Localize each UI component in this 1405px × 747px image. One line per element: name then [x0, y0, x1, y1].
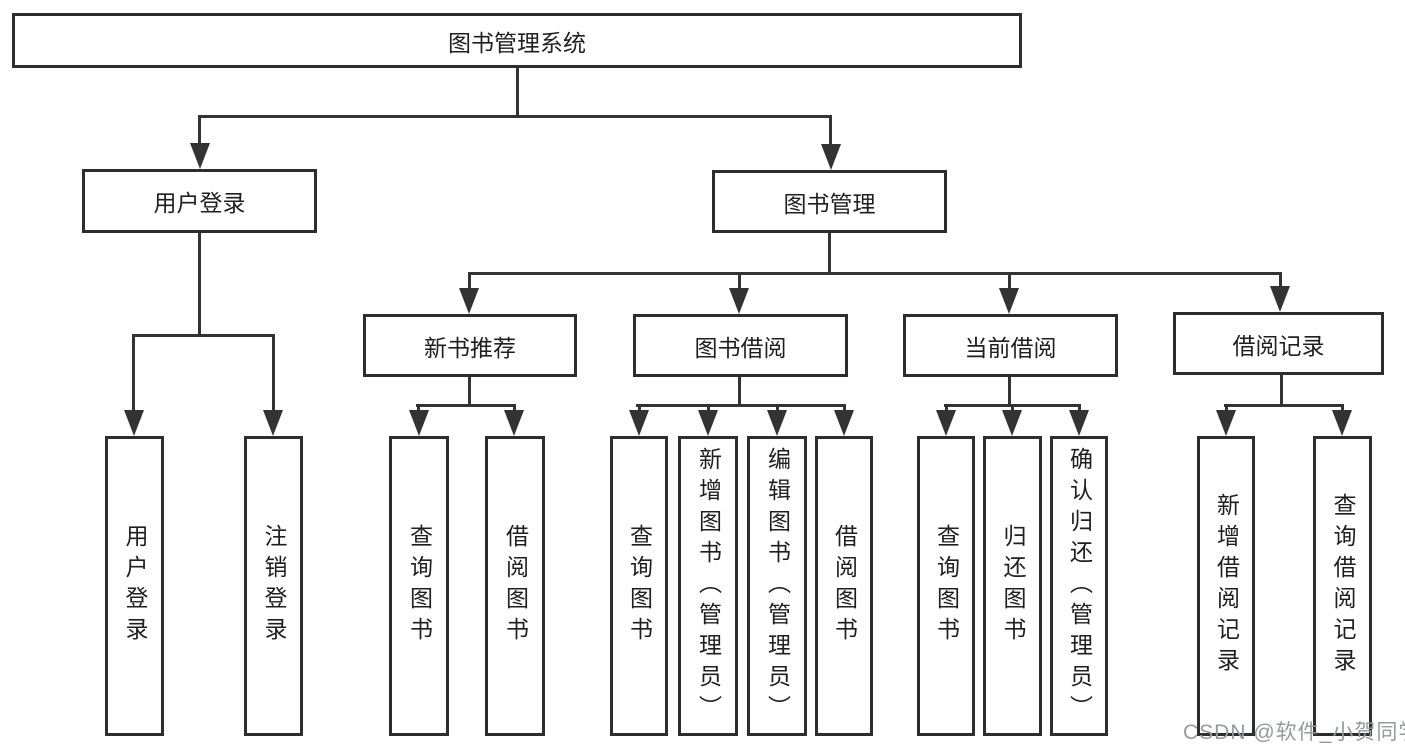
arrow-down-icon — [729, 288, 749, 314]
arrow-down-icon — [1332, 410, 1352, 436]
node-book-borrowing: 图书借阅 — [633, 314, 848, 377]
connector-stem — [1280, 375, 1283, 407]
connector-bar — [636, 404, 846, 407]
connector-stem — [738, 377, 741, 407]
arrow-down-icon — [1216, 410, 1236, 436]
arrow-down-icon — [409, 410, 429, 436]
connector-userlogin-stem — [198, 233, 201, 337]
node-current-borrowing: 当前借阅 — [903, 314, 1118, 377]
leaf-confirm-return-admin: 确认归还（管理员） — [1050, 436, 1108, 736]
leaf-add-books-admin: 新增图书（管理员） — [678, 436, 738, 736]
arrow-down-icon — [124, 410, 144, 436]
leaf-edit-books-admin: 编辑图书（管理员） — [747, 436, 807, 736]
node-book-management: 图书管理 — [712, 170, 947, 233]
arrow-down-icon — [698, 410, 718, 436]
connector-bookmgmt-stem — [828, 233, 831, 275]
arrow-down-icon — [263, 410, 283, 436]
connector-bar — [416, 404, 516, 407]
connector-drop — [829, 115, 832, 148]
connector-stem — [468, 377, 471, 407]
leaf-query-books-borrowing: 查询图书 — [610, 436, 668, 736]
node-user-login: 用户登录 — [82, 169, 317, 233]
csdn-watermark: CSDN @软件_小贺同学 — [1183, 721, 1405, 744]
connector-userlogin-bar — [132, 334, 275, 337]
connector-bar — [1224, 404, 1344, 407]
arrow-down-icon — [767, 410, 787, 436]
arrow-down-icon — [190, 143, 210, 169]
arrow-down-icon — [936, 410, 956, 436]
node-borrow-records: 借阅记录 — [1173, 312, 1384, 375]
connector-level1-bar — [198, 115, 832, 118]
arrow-down-icon — [459, 288, 479, 314]
connector-drop — [198, 115, 201, 147]
leaf-query-books-current: 查询图书 — [917, 436, 975, 736]
arrow-down-icon — [1069, 410, 1089, 436]
node-new-book-recommend: 新书推荐 — [363, 314, 577, 377]
connector-stem — [1008, 377, 1011, 407]
arrow-down-icon — [821, 144, 841, 170]
connector-level3-bar — [468, 272, 1282, 275]
leaf-return-books: 归还图书 — [983, 436, 1042, 736]
leaf-query-borrow-record: 查询借阅记录 — [1313, 436, 1372, 736]
connector-drop — [132, 334, 135, 416]
leaf-logout: 注销登录 — [244, 436, 303, 736]
connector-root-stem — [516, 68, 519, 118]
connector-drop — [1279, 272, 1282, 290]
node-root: 图书管理系统 — [12, 13, 1022, 68]
arrow-down-icon — [1002, 410, 1022, 436]
arrow-down-icon — [504, 410, 524, 436]
connector-drop — [1008, 272, 1011, 292]
connector-drop — [738, 272, 741, 292]
leaf-add-borrow-record: 新增借阅记录 — [1197, 436, 1255, 736]
connector-drop — [468, 272, 471, 292]
arrow-down-icon — [1270, 286, 1290, 312]
connector-drop — [272, 334, 275, 416]
leaf-borrow-books-borrowing: 借阅图书 — [815, 436, 873, 736]
leaf-query-books-recommend: 查询图书 — [389, 436, 449, 736]
arrow-down-icon — [834, 410, 854, 436]
leaf-user-login: 用户登录 — [105, 436, 164, 736]
arrow-down-icon — [999, 288, 1019, 314]
arrow-down-icon — [629, 410, 649, 436]
leaf-borrow-books-recommend: 借阅图书 — [485, 436, 545, 736]
